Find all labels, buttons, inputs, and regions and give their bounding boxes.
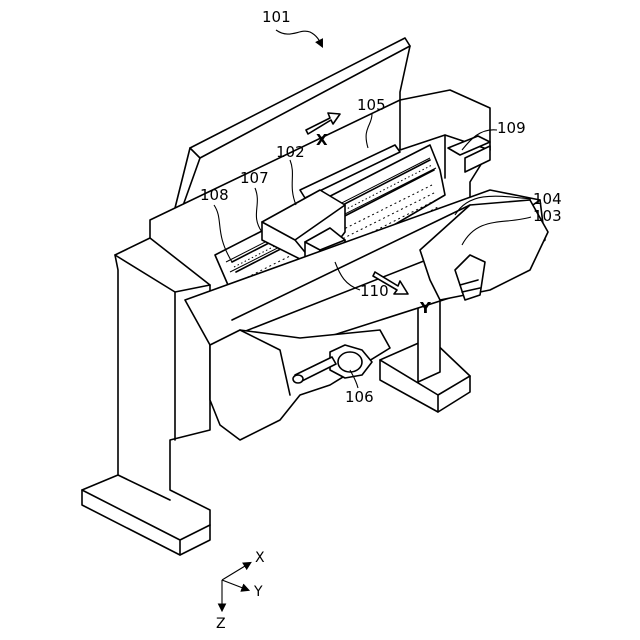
axis-z-label: Z [216,616,226,632]
lower-media [210,330,390,440]
label-101: 101 [262,8,322,46]
label-105: 105 [357,96,386,114]
label-110: 110 [360,282,389,300]
label-101-text: 101 [262,8,291,26]
y-direction-label: Y [419,299,432,317]
axis-x-label: X [255,550,265,566]
label-107: 107 [240,169,269,187]
label-106: 106 [345,388,374,406]
axis-x-arrow [222,563,250,580]
x-direction-label: X [316,131,328,149]
label-103: 103 [533,207,562,225]
label-104: 104 [533,190,562,208]
axes-legend: X Y Z [216,550,265,632]
label-108: 108 [200,186,229,204]
axis-y-arrow [222,580,248,590]
label-109: 109 [497,119,526,137]
label-102: 102 [276,143,305,161]
left-stand [82,238,210,555]
axis-y-label: Y [253,584,263,600]
